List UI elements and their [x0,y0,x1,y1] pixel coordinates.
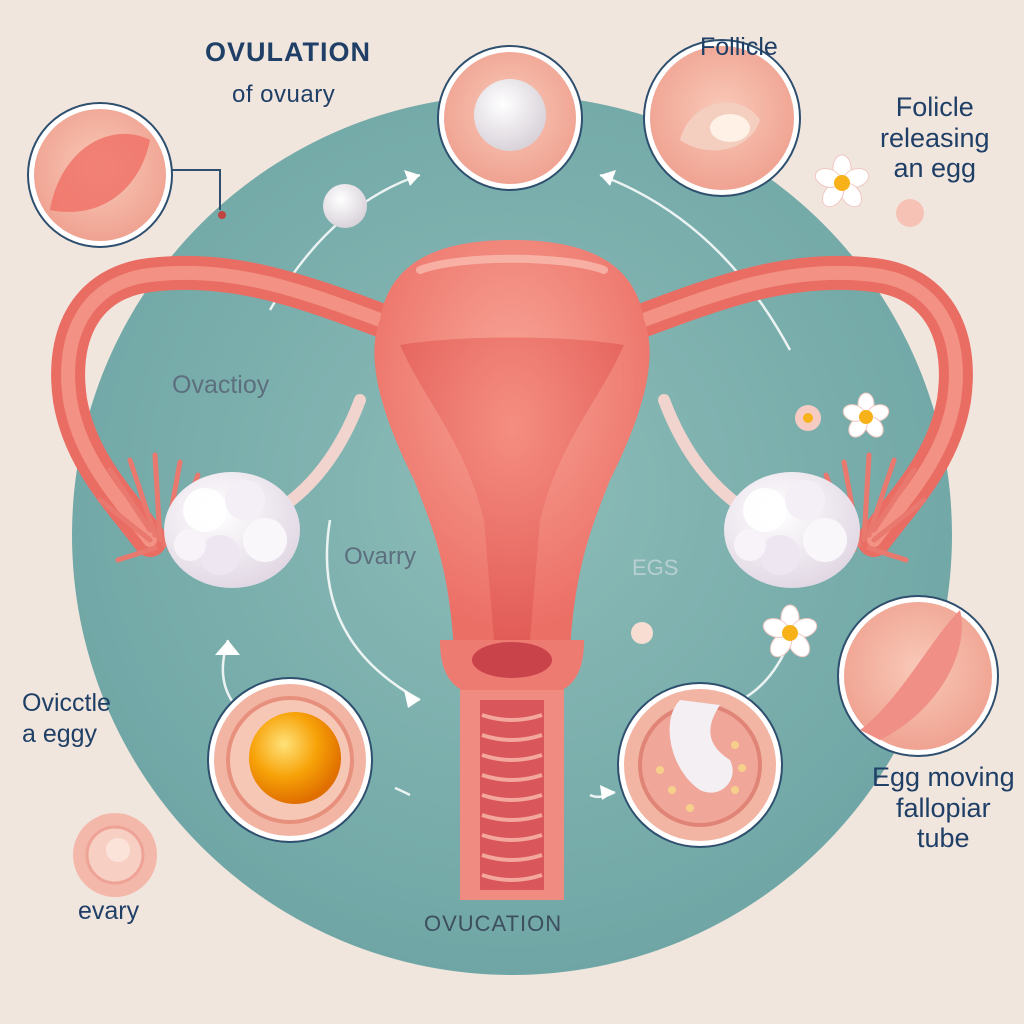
thumbnail-egg [437,45,583,191]
thumbnail-egg-in-tube [617,682,783,848]
label-moving-line3: tube [917,823,970,853]
ovary-right [724,472,860,588]
flower-icon [842,392,890,438]
thumbnail-tube-detail [837,595,999,757]
label-ovactioy: Ovactioy [172,371,270,399]
thumbnail-follicle [643,39,801,197]
uterine-highlight [416,254,608,274]
flower-icon [762,604,818,658]
label-evary: evary [78,897,140,925]
label-releasing-line3: an egg [893,153,977,183]
label-follicle-releasing: Folicle releasing an egg [880,92,990,184]
label-ovicle-line2: a eggy [22,719,98,748]
label-moving-line2: fallopiar [896,792,991,823]
label-bottom-title: OVUCATION [424,911,563,936]
label-releasing-line1: Folicle [895,92,974,122]
bud-icon [631,199,924,644]
vaginal-rugae [481,713,543,882]
thumbnail-follicle-egg [207,677,373,843]
label-egs-faint: EGS [632,555,679,580]
fallopian-tube-left [51,255,397,557]
small-egg [323,184,367,228]
fallopian-tube-right [627,255,973,557]
title-main: OVULATION [205,37,371,67]
small-ovary-icon [73,813,157,897]
label-ovarry: Ovarry [344,543,416,570]
thumbnail-ovary-detail [27,102,226,248]
arrow-heads [215,170,616,800]
cervix [440,640,584,700]
ovary-left [164,472,300,588]
label-follicle: Follicle [700,33,778,61]
uterine-cavity [400,337,624,640]
label-egg-moving: Egg moving fallopiar tube [872,762,1015,854]
vagina [460,690,564,900]
label-releasing-line2: releasing [880,122,990,153]
title-sub: of ovuary [232,81,336,108]
label-ovicle-line1: Ovicctle [22,689,111,717]
label-ovicle: Ovicctle a eggy [22,688,111,749]
label-moving-line1: Egg moving [872,762,1015,792]
flower-icon [814,154,870,208]
